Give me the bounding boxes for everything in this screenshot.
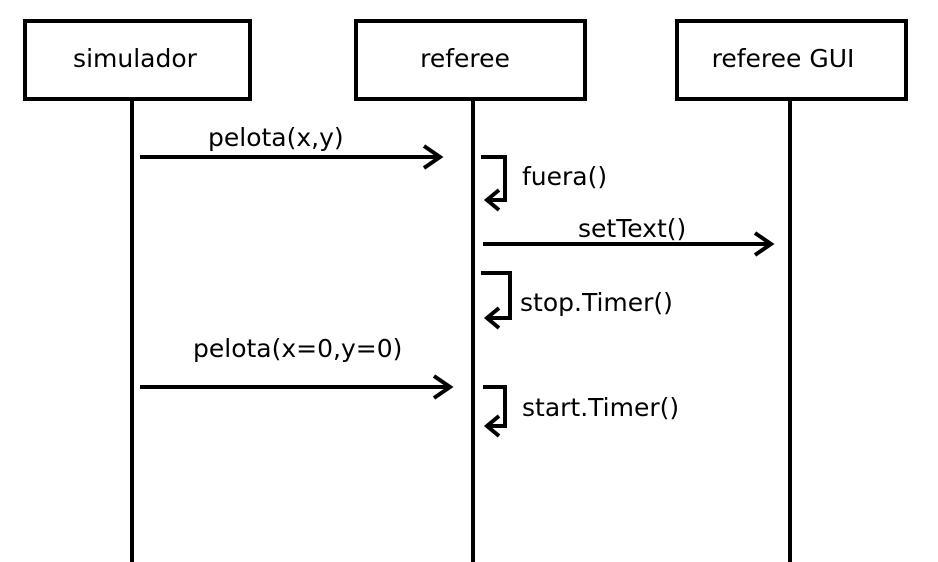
self-message-line bbox=[481, 271, 512, 320]
message-pelota-zero: pelota(x=0,y=0) bbox=[140, 334, 454, 400]
arrow-head-icon bbox=[483, 414, 501, 438]
message-label: pelota(x,y) bbox=[208, 123, 344, 152]
participant-referee: referee bbox=[354, 19, 587, 101]
message-label: pelota(x=0,y=0) bbox=[193, 334, 402, 363]
message-label: start.Timer() bbox=[522, 393, 679, 422]
participant-referee-gui-label: referee GUI bbox=[712, 44, 855, 73]
arrow-head-icon bbox=[422, 144, 444, 170]
self-message-line bbox=[481, 155, 507, 202]
arrow-head-icon bbox=[432, 374, 454, 400]
participant-simulador-label: simulador bbox=[73, 44, 198, 73]
message-stop-timer: stop.Timer() bbox=[481, 271, 673, 330]
participant-referee-gui: referee GUI bbox=[675, 19, 908, 101]
participant-simulador: simulador bbox=[23, 19, 252, 101]
arrow-head-icon bbox=[483, 188, 501, 212]
arrow-head-icon bbox=[483, 306, 501, 330]
message-label: stop.Timer() bbox=[520, 288, 673, 317]
participant-referee-label: referee bbox=[420, 44, 510, 73]
message-label: fuera() bbox=[522, 162, 607, 191]
message-start-timer: start.Timer() bbox=[483, 385, 679, 438]
message-settext: setText() bbox=[483, 214, 775, 257]
arrow-head-icon bbox=[753, 231, 775, 257]
message-label: setText() bbox=[578, 214, 686, 243]
self-message-line bbox=[483, 385, 507, 428]
message-fuera: fuera() bbox=[481, 155, 607, 212]
message-pelota-xy: pelota(x,y) bbox=[140, 123, 444, 170]
